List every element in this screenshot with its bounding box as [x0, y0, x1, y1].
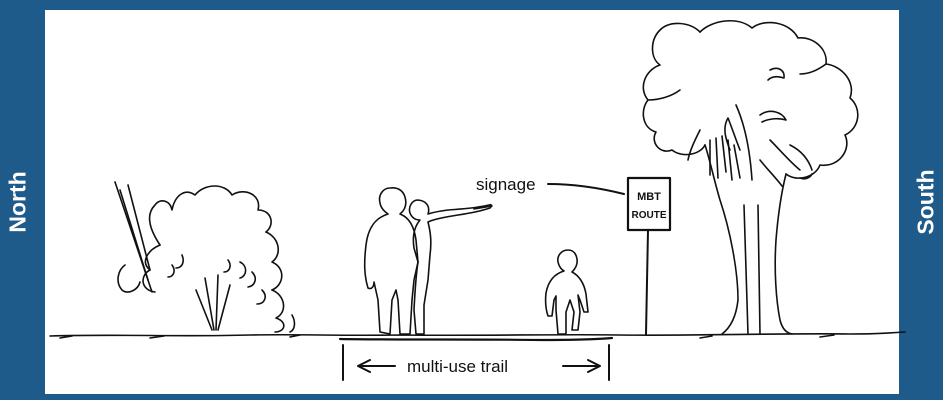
tree-drawing	[643, 21, 857, 334]
left-arrow	[358, 360, 395, 372]
shrub-drawing	[115, 182, 294, 332]
signage-label: signage	[476, 175, 536, 194]
signage-leader-line	[548, 184, 624, 194]
trail-surface	[340, 338, 612, 340]
sign-post	[646, 230, 648, 334]
jogger-silhouette	[546, 250, 588, 334]
couple-pointing-silhouette	[365, 188, 492, 334]
ground-line	[50, 332, 905, 336]
trail-label: multi-use trail	[407, 357, 508, 376]
right-arrow	[563, 360, 600, 372]
sign-text-line2: ROUTE	[632, 210, 667, 221]
sign-panel	[628, 178, 670, 230]
sign-text-line1: MBT	[637, 191, 661, 203]
